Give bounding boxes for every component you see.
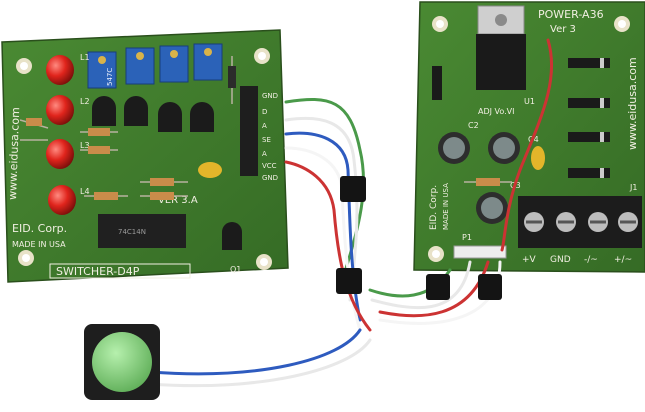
left-madein-label: MADE IN USA <box>12 240 66 249</box>
left-version-label: VER 3.A <box>158 195 198 206</box>
wire-clips <box>336 176 502 300</box>
header-label-1: GND <box>262 92 278 100</box>
terminal-label-1: +V <box>522 255 537 265</box>
push-button <box>84 324 160 400</box>
cap-label-c2: C2 <box>468 121 479 130</box>
header-label-4: SE <box>262 136 271 144</box>
switcher-board: www.eidusa.com VER 3.A EID. Corp. MADE I… <box>1 29 289 283</box>
power-board: POWER-A36 Ver 3 www.eidusa.com EID. Corp… <box>413 1 645 273</box>
transistors: Q1 <box>92 96 242 274</box>
led-label-3: L3 <box>80 141 90 150</box>
right-madein-label: MADE IN USA <box>442 183 450 230</box>
terminal-label-3: -/~ <box>584 255 598 265</box>
right-website-label: www.eidusa.com <box>626 57 639 150</box>
power-resistor-body <box>476 178 500 186</box>
terminal-label-4: +/~ <box>614 255 632 265</box>
header-label-7: GND <box>262 174 278 182</box>
p1-connector <box>453 245 507 259</box>
right-board-name: POWER-A36 <box>538 8 604 21</box>
ic-chip-label: 74C14N <box>118 228 146 236</box>
pot-label: 547C <box>106 68 114 86</box>
header-label-2: D <box>262 108 267 116</box>
diode-column <box>432 58 610 178</box>
header-label-5: A <box>262 150 267 158</box>
led-label-4: L4 <box>80 187 90 196</box>
resistors <box>19 56 236 200</box>
q-label-1: Q1 <box>230 265 241 274</box>
yellow-capacitor <box>198 162 222 178</box>
screw-terminal: +V GND -/~ +/~ J1 <box>518 183 642 265</box>
left-company-label: EID. Corp. <box>12 222 67 235</box>
left-board-name: SWITCHER-D4P <box>56 265 140 278</box>
voltage-regulator: ADJ Vo.VI U1 <box>476 5 535 116</box>
led-label-2: L2 <box>80 97 90 106</box>
ic-chip <box>98 214 186 248</box>
header-label-3: A <box>262 122 267 130</box>
header-label-6: VCC <box>262 162 277 170</box>
header-pins: GND D A SE A VCC GND <box>240 86 278 182</box>
terminal-label-2: GND <box>550 255 571 265</box>
right-company-label: EID. Corp. <box>429 185 439 230</box>
led-column: L1 L2 L3 L4 <box>46 53 90 215</box>
left-website-label: www.eidusa.com <box>6 107 22 200</box>
right-version-label: Ver 3 <box>550 24 576 35</box>
regulator-u-label: U1 <box>524 97 535 106</box>
regulator-label: ADJ Vo.VI <box>478 107 515 116</box>
led-label-1: L1 <box>80 53 90 62</box>
p1-label: P1 <box>462 233 472 242</box>
terminal-j-label: J1 <box>629 183 637 192</box>
potentiometer-row: 547C <box>87 43 223 89</box>
